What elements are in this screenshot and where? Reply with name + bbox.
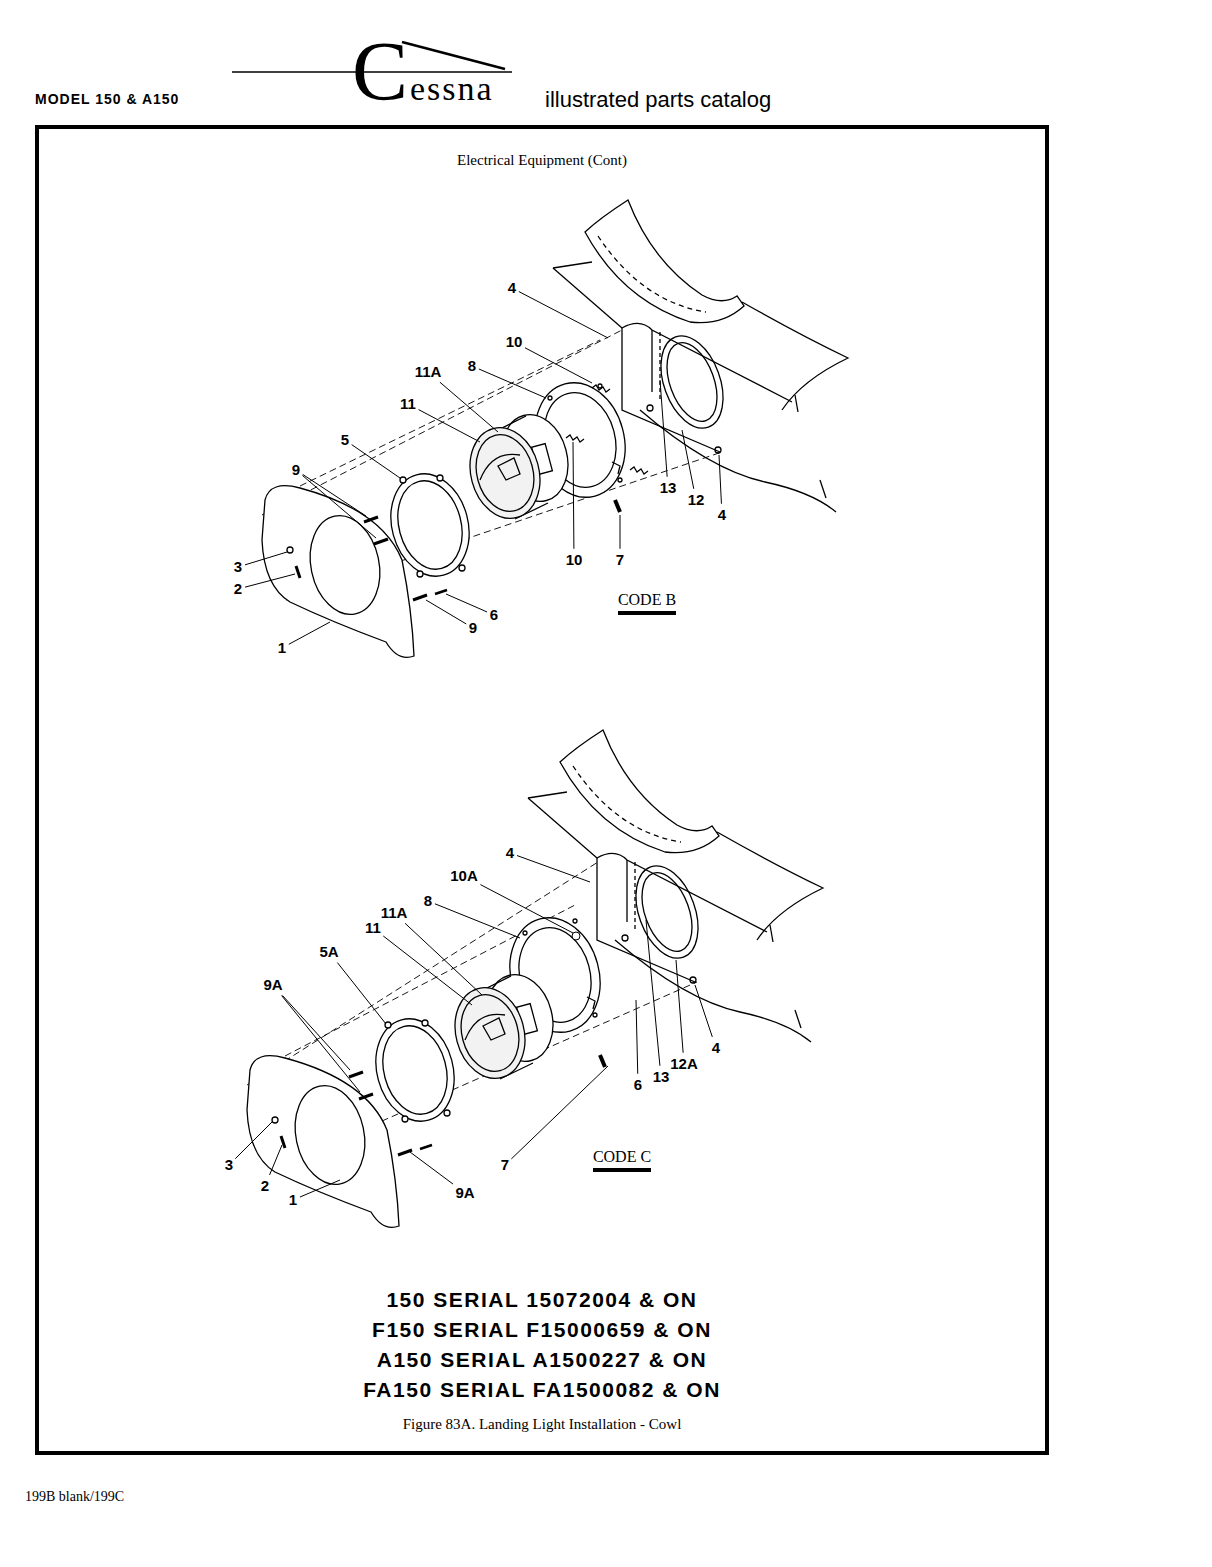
leader-line (676, 960, 683, 1053)
callout-number: 10A (450, 868, 478, 885)
leader-line (636, 1000, 638, 1074)
leader-line (270, 1145, 282, 1175)
leader-line (573, 442, 575, 549)
callout-number: 11 (400, 396, 416, 413)
callout-number: 7 (616, 552, 624, 569)
callout-number: 11A (415, 364, 442, 381)
leader-line (235, 1122, 272, 1159)
callout-number: 5 (341, 432, 349, 449)
leader-line (479, 369, 546, 398)
illustration-use (445, 967, 562, 1086)
leader-line (682, 430, 694, 489)
code-label: CODE B (618, 591, 676, 616)
callout-number: 8 (424, 893, 432, 910)
serial-range: A150 SERIAL A1500227 & ON (377, 1348, 707, 1371)
section-title: Electrical Equipment (Cont) (457, 152, 627, 169)
leader-line (519, 292, 608, 338)
callout-number: 4 (506, 845, 514, 862)
leader-line (517, 856, 590, 882)
callout-number: 2 (234, 581, 242, 598)
callout-number: 8 (468, 358, 476, 375)
callout-number: 5A (319, 944, 338, 961)
illustration-use (460, 407, 577, 526)
leader-line (352, 445, 400, 478)
callout-number: 11 (365, 920, 381, 937)
callout-number: 9A (263, 977, 282, 994)
leader-line (426, 600, 466, 624)
callout-number: 6 (634, 1077, 642, 1094)
leader-line (620, 515, 621, 549)
callout-number: 10 (506, 334, 523, 351)
callout-number: 4 (712, 1040, 720, 1057)
serial-range: F150 SERIAL F15000659 & ON (372, 1318, 712, 1341)
callout-number: 1 (278, 640, 286, 657)
callout-number: 12A (670, 1056, 698, 1073)
illustration-path (566, 435, 584, 442)
callout-number: 3 (225, 1157, 233, 1174)
illustration-path (402, 42, 505, 69)
callout-number: 3 (234, 559, 242, 576)
leader-line (419, 410, 480, 442)
callout-number: 4 (718, 507, 726, 524)
leader-line (695, 985, 712, 1037)
catalog-heading: illustrated parts catalog (545, 88, 771, 112)
callout-number: 13 (653, 1069, 670, 1086)
illustration-path (630, 467, 648, 474)
callout-number: 9A (455, 1185, 474, 1202)
leader-line (446, 594, 487, 612)
leader-line (282, 996, 360, 1092)
leader-line (480, 885, 573, 933)
leader-line (660, 380, 667, 477)
brand-logo: Cessna (352, 26, 494, 118)
callout-number: 9 (292, 462, 300, 479)
leader-line (719, 455, 721, 504)
model-heading: MODEL 150 & A150 (35, 92, 179, 107)
page-number: 199B blank/199C (25, 1489, 124, 1504)
leader-line (282, 995, 350, 1070)
callout-number: 1 (289, 1192, 297, 1209)
code-label: CODE C (593, 1148, 651, 1173)
callout-number: 12 (688, 492, 705, 509)
leader-line (303, 474, 366, 516)
leader-line (302, 475, 376, 538)
serial-range: 150 SERIAL 15072004 & ON (386, 1288, 697, 1311)
serial-range: FA150 SERIAL FA1500082 & ON (363, 1378, 721, 1401)
illustration-g (566, 385, 648, 474)
callout-number: 10 (566, 552, 583, 569)
leader-line (440, 382, 498, 432)
leader-line (435, 904, 520, 938)
leader-line (337, 963, 386, 1024)
illustration-path (592, 385, 610, 392)
leader-line (289, 622, 330, 644)
illustration-use (262, 486, 414, 658)
leader-line (525, 348, 592, 383)
leader-line (300, 1180, 340, 1197)
callout-number: 6 (490, 607, 498, 624)
leader-line (245, 574, 295, 587)
callout-number: 2 (261, 1178, 269, 1195)
leader-line (511, 1066, 608, 1159)
leader-line (245, 552, 287, 565)
callout-number: 9 (469, 620, 477, 637)
callout-number: 13 (660, 480, 677, 497)
illustration-use (365, 1010, 465, 1130)
callout-number: 4 (508, 280, 516, 297)
leader-line (410, 1152, 453, 1184)
callout-number: 11A (381, 905, 408, 922)
illustration-circle (572, 932, 580, 940)
illustration-rect (37, 127, 1047, 1453)
illustration-use (364, 500, 620, 600)
leader-line (646, 920, 660, 1066)
leader-line (383, 936, 472, 1005)
figure-caption: Figure 83A. Landing Light Installation -… (403, 1416, 682, 1433)
illustration-use (247, 1056, 399, 1228)
illustration-use (349, 1055, 605, 1155)
callout-number: 7 (501, 1157, 509, 1174)
leader-line (405, 923, 482, 995)
